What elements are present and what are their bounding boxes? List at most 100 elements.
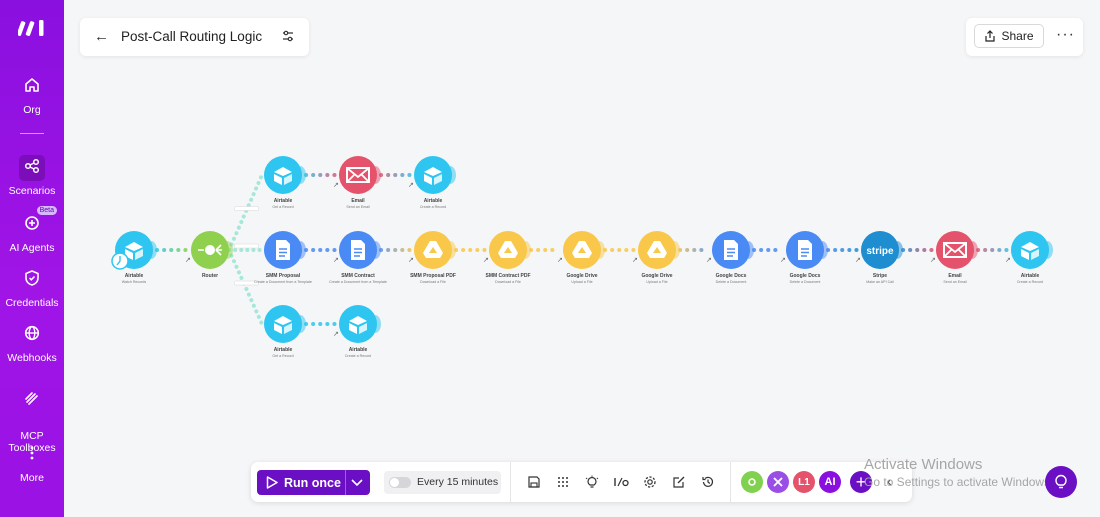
ai-app-icon[interactable]: AI: [819, 471, 841, 493]
filter-wrench-icon: ↗: [483, 257, 489, 264]
module-sublabel: Send an Email: [943, 280, 967, 284]
beta-badge: Beta: [36, 206, 57, 215]
schedule-label: Every 15 minutes: [417, 476, 499, 488]
schedule-switch[interactable]: [389, 477, 411, 488]
module-label: Email: [948, 273, 962, 279]
filter-wrench-icon: ↗: [1005, 257, 1011, 264]
route-filter-label[interactable]: [234, 280, 259, 286]
svg-text:stripe: stripe: [866, 246, 894, 257]
filter-wrench-icon: ↗: [333, 257, 339, 264]
lightbulb-help-icon: [1055, 474, 1067, 489]
module-sublabel: Create a Record: [419, 205, 447, 209]
filter-wrench-icon: ↗: [855, 257, 861, 264]
help-button[interactable]: [1045, 466, 1077, 498]
filter-wrench-icon: ↗: [333, 331, 339, 338]
schedule-toggle[interactable]: Every 15 minutes: [384, 471, 501, 494]
module-m10[interactable]: [936, 231, 978, 269]
airtable-icon: [274, 316, 292, 334]
module-t2[interactable]: [339, 156, 381, 194]
module-sublabel: Download a File: [495, 280, 521, 284]
airtable-icon: [424, 167, 442, 185]
sidebar-item-ai-agents[interactable]: Beta AI Agents: [0, 206, 64, 254]
save-icon[interactable]: [527, 475, 541, 489]
module-sublabel: Create a Document from a Template: [329, 280, 387, 284]
lightbulb-icon[interactable]: [585, 475, 599, 489]
filter-wrench-icon: ↗: [408, 257, 414, 264]
sidebar-item-label: Org: [23, 104, 41, 116]
filter-wrench-icon: ↗: [408, 182, 414, 189]
router-app-icon[interactable]: [741, 471, 763, 493]
route-filter-label[interactable]: [234, 206, 259, 211]
settings-sliders-icon[interactable]: [281, 29, 295, 43]
scenario-title[interactable]: Post-Call Routing Logic: [121, 29, 263, 44]
router-route-line[interactable]: [227, 248, 264, 326]
router-route-line[interactable]: [227, 173, 264, 252]
drive-icon: [572, 241, 592, 258]
sidebar-item-label: Credentials: [5, 297, 59, 309]
module-label: Google Drive: [641, 273, 673, 279]
back-arrow-icon[interactable]: ←: [94, 28, 109, 45]
sidebar-item-label: AI Agents: [9, 242, 55, 254]
add-module-button[interactable]: +: [850, 471, 872, 493]
more-options-icon[interactable]: ···: [1056, 26, 1075, 43]
collapse-toolbar-icon[interactable]: ‹: [887, 473, 892, 489]
share-label: Share: [1001, 29, 1034, 43]
chevron-down-icon[interactable]: [351, 478, 363, 487]
module-sublabel: Create a Record: [1016, 280, 1044, 284]
sidebar-item-label: Scenarios: [8, 185, 56, 197]
scenario-flow: ↗↗↗↗↗↗↗↗↗↗↗↗↗↗stripe: [111, 156, 1053, 343]
route-filter-label[interactable]: [234, 243, 259, 249]
tools-app-icon[interactable]: [767, 471, 789, 493]
module-sublabel: Get a Record: [272, 354, 294, 358]
sidebar-divider: [20, 133, 44, 134]
module-label: Router: [201, 273, 219, 279]
ai-agent-icon: [25, 216, 39, 230]
share-nodes-icon: [24, 158, 40, 174]
run-once-button[interactable]: Run once: [257, 470, 370, 495]
module-sublabel: Upload a File: [571, 280, 593, 284]
home-icon: [25, 78, 39, 92]
module-sublabel: Make an API Call: [866, 280, 894, 284]
sidebar-item-org[interactable]: Org: [0, 74, 64, 116]
module-label: Google Docs: [715, 273, 747, 279]
module-label: Airtable: [1020, 273, 1040, 279]
module-label: SMM Proposal: [265, 273, 301, 279]
email-icon: [943, 242, 967, 258]
module-sublabel: Download a File: [420, 280, 446, 284]
notes-icon[interactable]: [672, 475, 686, 489]
schedule-clock-icon[interactable]: [111, 252, 129, 270]
sidebar-item-credentials[interactable]: Credentials: [0, 267, 64, 309]
module-label: Airtable: [124, 273, 144, 279]
sidebar-item-webhooks[interactable]: Webhooks: [0, 322, 64, 364]
filter-wrench-icon: ↗: [333, 182, 339, 189]
sidebar-item-label: More: [20, 472, 44, 484]
history-icon[interactable]: [701, 475, 715, 489]
filter-wrench-icon: ↗: [706, 257, 712, 264]
module-label: SMM Contract PDF: [485, 273, 531, 279]
module-sublabel: Create a Record: [344, 354, 372, 358]
module-sublabel: Get a Record: [272, 205, 294, 209]
module-label: Stripe: [872, 273, 888, 279]
gear-icon[interactable]: [643, 475, 657, 489]
filter-wrench-icon: ↗: [780, 257, 786, 264]
grid-icon[interactable]: [556, 475, 570, 489]
module-sublabel: Send an Email: [346, 205, 370, 209]
filter-wrench-icon: ↗: [185, 257, 191, 264]
io-icon[interactable]: [613, 475, 629, 489]
module-label: Google Docs: [789, 273, 821, 279]
sidebar-item-scenarios[interactable]: Scenarios: [0, 155, 64, 197]
share-button[interactable]: Share: [974, 24, 1044, 48]
module-m9[interactable]: [861, 231, 903, 269]
make-logo-icon[interactable]: [18, 17, 46, 37]
filter-wrench-icon: ↗: [632, 257, 638, 264]
module-label: SMM Contract: [341, 273, 375, 279]
watermark-line1: Activate Windows: [864, 456, 983, 473]
module-sublabel: Delete a Document: [789, 280, 821, 284]
flow-control-app-icon[interactable]: L1: [793, 471, 815, 493]
drive-icon: [647, 241, 667, 258]
module-label: Airtable: [273, 198, 293, 204]
sidebar-item-more[interactable]: More: [0, 442, 64, 484]
sidebar-item-label: Webhooks: [7, 352, 57, 364]
docs-icon: [276, 240, 290, 260]
